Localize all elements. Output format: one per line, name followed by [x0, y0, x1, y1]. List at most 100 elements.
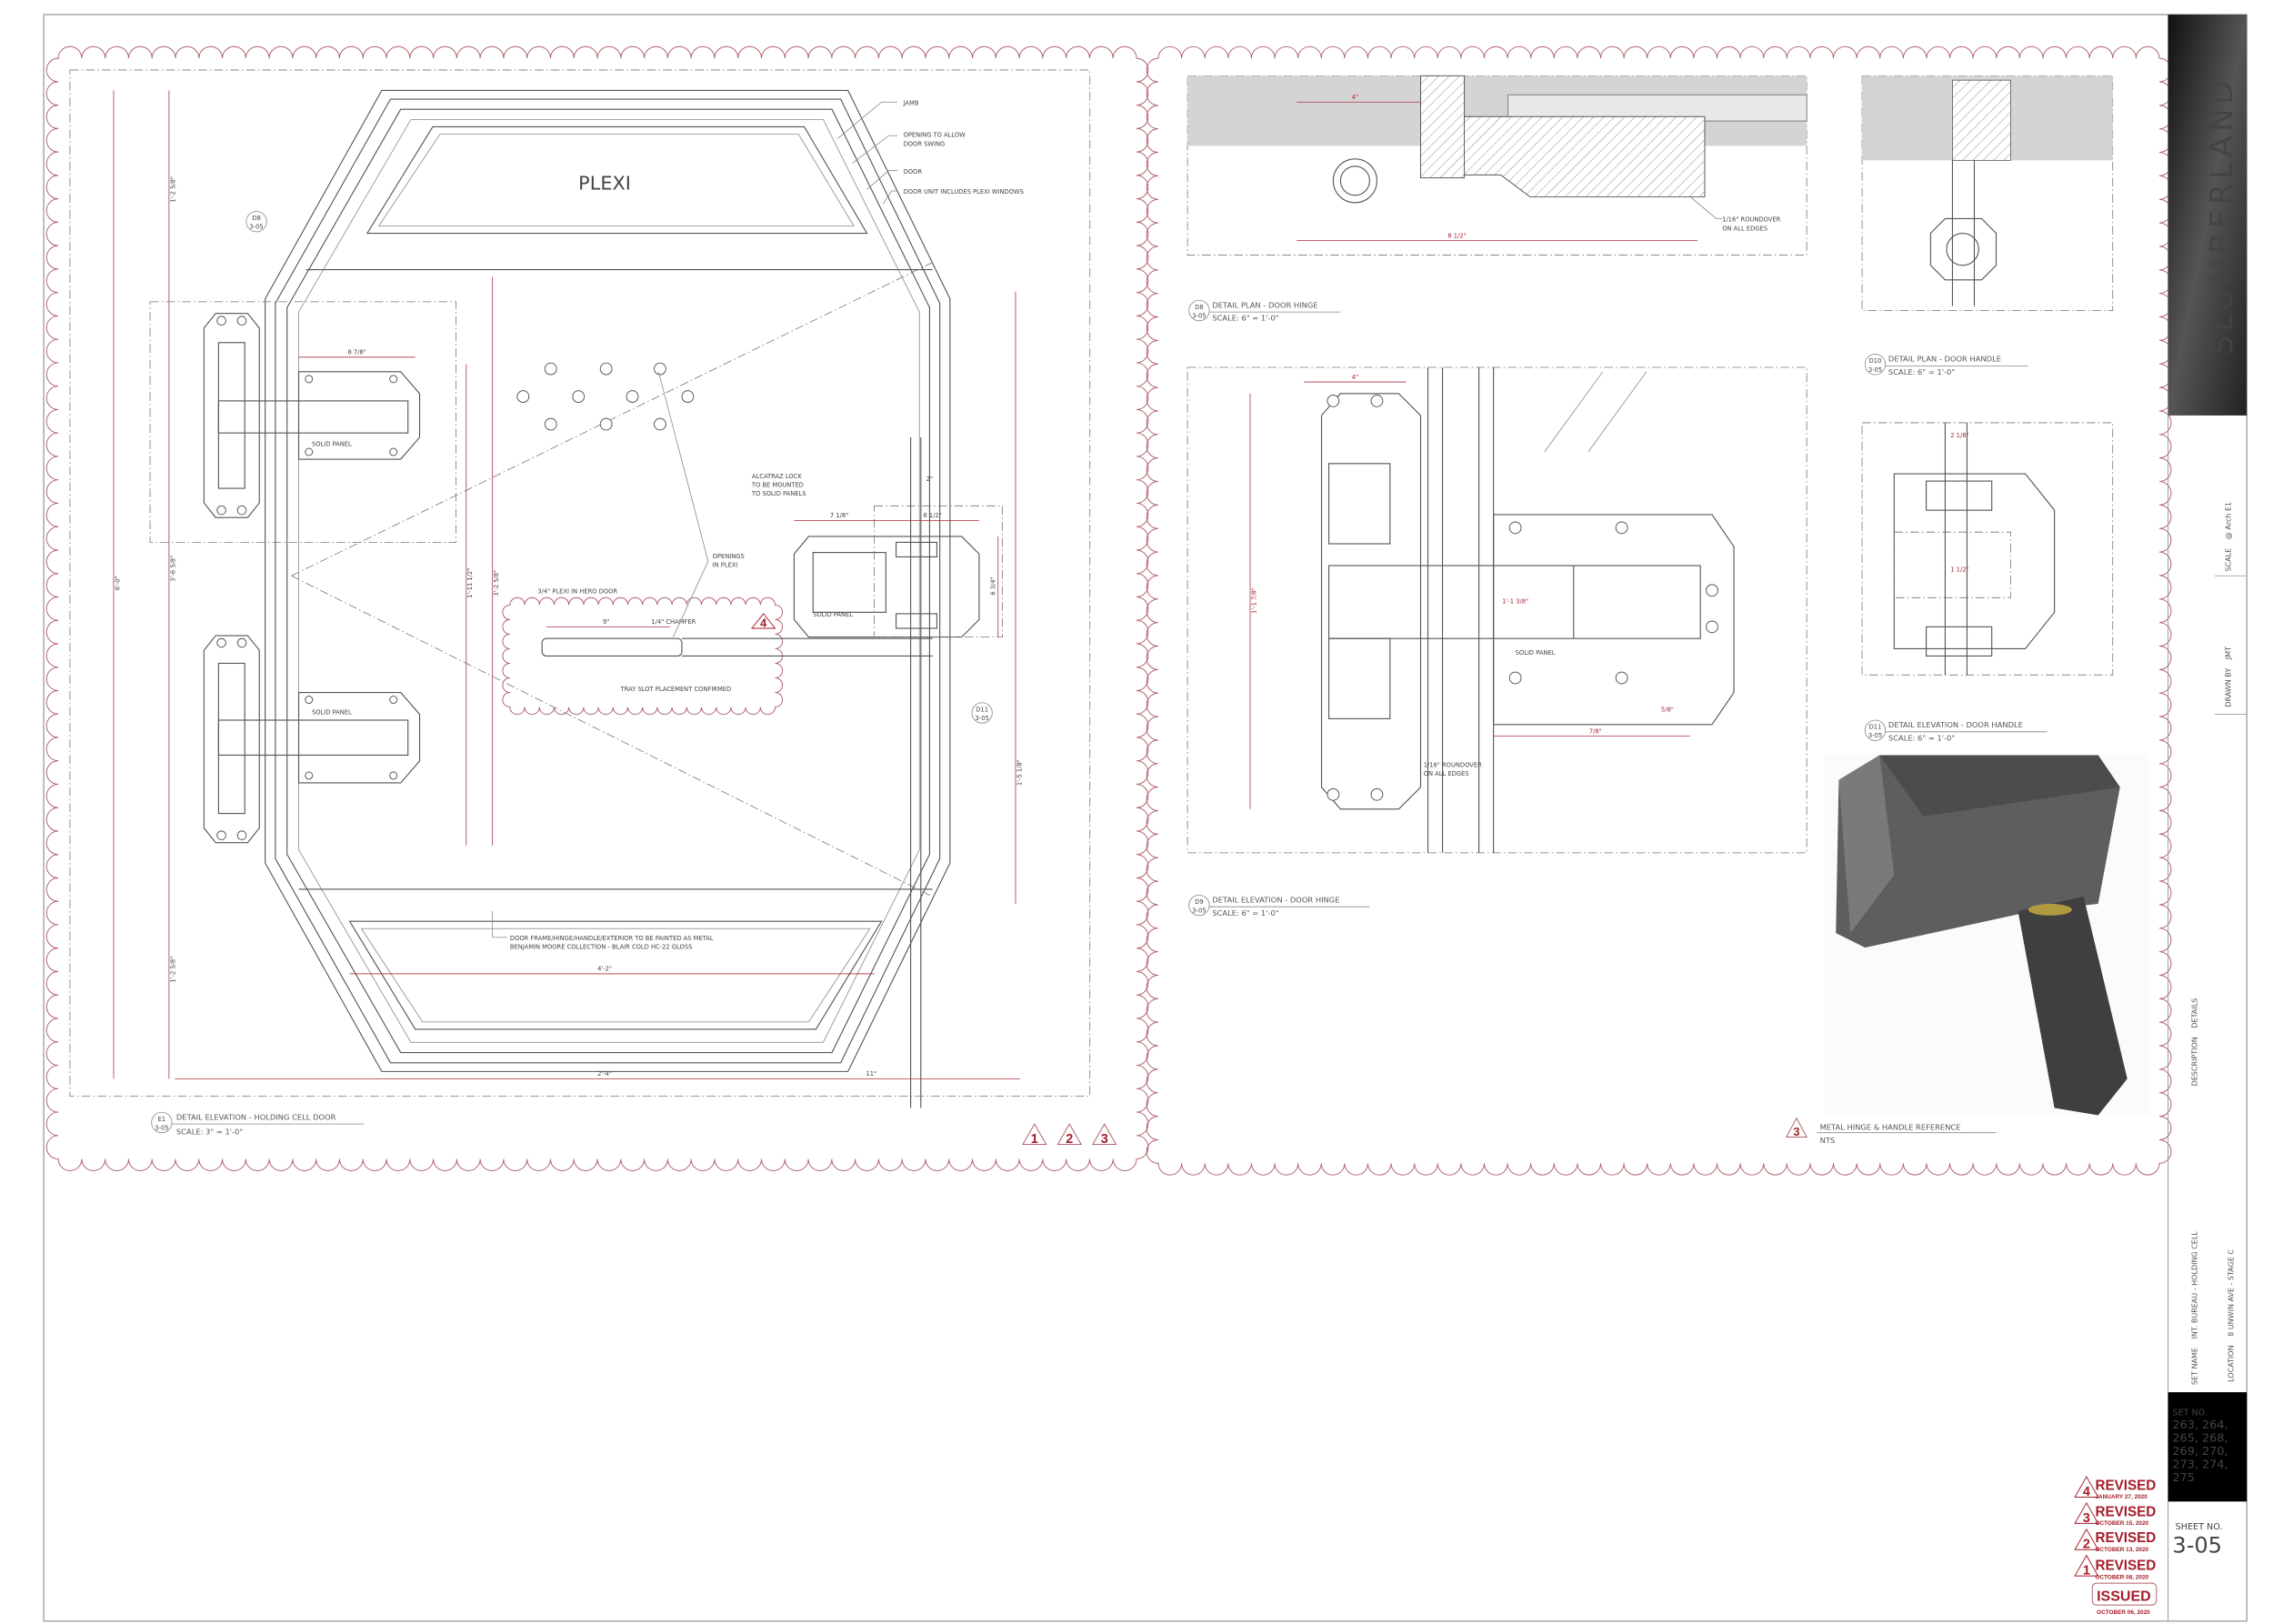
issued-stamp: ISSUED OCTOBER 06, 2020 — [2091, 1582, 2158, 1616]
caption-d11: D11 3-05 DETAIL ELEVATION - DOOR HANDLE … — [1864, 719, 2048, 742]
stamp-date: JANUARY 27, 2020 — [2095, 1494, 2148, 1500]
dim-panel-height: 3'-2 5/8" — [493, 570, 500, 596]
caption-ref: D9 — [1195, 898, 1203, 906]
revision-cloud-right — [1146, 45, 2172, 1176]
stamp-date: OCTOBER 15, 2020 — [2095, 1520, 2148, 1527]
opening-note-2: DOOR SWING — [904, 140, 946, 147]
scale-label: SCALE — [2225, 548, 2233, 572]
callout-ref: D11 — [976, 706, 988, 713]
plexi-openings — [516, 362, 695, 431]
svg-text:SCALE@ Arch E1: SCALE @ Arch E1 — [2225, 502, 2233, 572]
caption-title: DETAIL ELEVATION - DOOR HINGE — [1212, 895, 1339, 904]
dim-inner-height: 1'-11 1/2" — [466, 568, 474, 598]
caption-scale: SCALE: 6" = 1'-0" — [1888, 733, 1955, 742]
dim-right: 1'-5 1/8" — [1016, 759, 1023, 786]
logo-text: SLUMBERLAND — [2204, 76, 2239, 355]
caption-ref: D10 — [1869, 357, 1882, 365]
detail-e1-holding-cell-door: PLEXI SOLID PANEL — [69, 69, 1117, 1147]
dim-d9-length: 1'-1 3/8" — [1502, 598, 1528, 606]
svg-text:DRAWN BYJMT: DRAWN BY JMT — [2225, 647, 2233, 707]
dim-width-4-2: 4'-2" — [597, 966, 612, 973]
scale-value: @ Arch E1 — [2225, 502, 2233, 539]
dim-left-top: 1'-2 5/8" — [169, 176, 176, 203]
dim-overall-height: 6'-0" — [114, 576, 121, 590]
lock-note-1: ALCATRAZ LOCK — [752, 473, 802, 480]
dim-left-bot: 1'-2 5/8" — [169, 957, 176, 983]
cloud-revision-mark: 4 — [760, 616, 767, 629]
openings-note-1: OPENINGS — [713, 553, 745, 560]
paint-note-1: DOOR FRAME/HINGE/HANDLE/EXTERIOR TO BE P… — [510, 935, 714, 942]
alcatraz-lock: SOLID PANEL ALCATRAZ LOCK TO BE MOUNTED … — [751, 436, 1003, 1108]
jamb-note: JAMB — [903, 99, 919, 106]
revision-mark: 2 — [1066, 1132, 1073, 1147]
plexi-label: PLEXI — [578, 172, 631, 194]
dim-lock-2: 2" — [926, 476, 933, 483]
caption-title: METAL HINGE & HANDLE REFERENCE — [1820, 1123, 1961, 1132]
set-no-line: 263, 264, — [2172, 1418, 2228, 1432]
dim-d11-2: 2 1/8" — [1950, 432, 1968, 439]
caption-scale: SCALE: 6" = 1'-0" — [1212, 908, 1278, 917]
set-no-label: SET NO. — [2172, 1408, 2208, 1418]
svg-text:SET NAMEINT. BUREAU - HOLDING: SET NAMEINT. BUREAU - HOLDING CELL — [2191, 1231, 2199, 1385]
caption-scale: SCALE: 6" = 1'-0" — [1212, 314, 1278, 323]
caption-ref: D11 — [1869, 724, 1882, 731]
caption-d10: D10 3-05 DETAIL PLAN - DOOR HANDLE SCALE… — [1864, 354, 2028, 376]
caption-title: DETAIL PLAN - DOOR HINGE — [1212, 300, 1317, 309]
stamp-label: REVISED — [2095, 1479, 2156, 1494]
stamp-label: REVISED — [2095, 1559, 2156, 1574]
solid-panel-label: SOLID PANEL — [312, 709, 352, 717]
location-value: 8 UNWIN AVE - STAGE C — [2228, 1249, 2236, 1337]
caption-sheet: 3-05 — [1192, 313, 1206, 320]
hinge-bottom: SOLID PANEL — [203, 635, 421, 844]
caption-title: DETAIL ELEVATION - HOLDING CELL DOOR — [176, 1112, 336, 1121]
stamp-number: 4 — [2083, 1485, 2090, 1499]
revision-mark: 3 — [1101, 1132, 1108, 1147]
caption-title: DETAIL PLAN - DOOR HANDLE — [1888, 355, 2001, 364]
sheet-border — [43, 14, 2248, 1622]
revision-stamp-3: 3 REVISED OCTOBER 15, 2020 — [2074, 1501, 2156, 1527]
detail-d8-plan-door-hinge: 4" 8 1/2" 1/16" ROUNDOVER ON ALL EDGES D… — [1187, 75, 1807, 323]
caption-sheet: 3-05 — [1868, 366, 1882, 374]
description-value: DETAILS — [2191, 998, 2199, 1028]
issued-date: OCTOBER 06, 2020 — [2097, 1609, 2150, 1616]
revision-stamp-2: 2 REVISED OCTOBER 13, 2020 — [2074, 1528, 2156, 1553]
issued-label: ISSUED — [2097, 1588, 2151, 1604]
set-name-label: SET NAME — [2191, 1348, 2199, 1385]
dim-lock-6: 6 1/2" — [923, 512, 941, 519]
title-block: SLUMBERLAND SCALE @ Arch E1 DRAWN BY JMT D… — [2168, 15, 2248, 1621]
svg-text:DESCRIPTIONDETAILS: DESCRIPTION DETAILS — [2191, 998, 2199, 1087]
set-no-line: 275 — [2172, 1471, 2194, 1485]
stamp-label: REVISED — [2095, 1530, 2156, 1546]
caption-scale: SCALE: 6" = 1'-0" — [1888, 367, 1955, 376]
drawn-by-label: DRAWN BY — [2225, 668, 2233, 707]
description-label: DESCRIPTION — [2191, 1037, 2199, 1086]
callout-sheet: 3-05 — [976, 715, 989, 722]
set-no-line: 265, 268, — [2172, 1432, 2228, 1446]
revision-mark: 1 — [1031, 1132, 1038, 1147]
hinge-top: SOLID PANEL — [149, 301, 457, 543]
roundover-note-2: ON ALL EDGES — [1722, 225, 1767, 232]
caption-ref: E1 — [158, 1116, 166, 1123]
dim-d9-height: 1'-1 7/8" — [1250, 587, 1257, 614]
revision-cloud-tray-slot — [502, 596, 783, 716]
set-no-box — [2168, 1392, 2248, 1502]
chamfer-note: 1/4" CHAMFER — [651, 618, 696, 626]
caption-scale: NTS — [1820, 1136, 1836, 1145]
caption-title: DETAIL ELEVATION - DOOR HANDLE — [1888, 720, 2023, 729]
door-note: DOOR — [904, 168, 923, 175]
dim-width-11: 11" — [866, 1070, 877, 1078]
lock-note-3: TO SOLID PANELS — [751, 490, 806, 497]
caption-d9: D9 3-05 DETAIL ELEVATION - DOOR HINGE SC… — [1188, 894, 1370, 917]
opening-note-1: OPENING TO ALLOW — [904, 132, 966, 139]
revision-stamp-4: 4 REVISED JANUARY 27, 2020 — [2074, 1476, 2156, 1500]
dim-slot-9: 9" — [603, 618, 609, 626]
callout-sheet: 3-05 — [249, 224, 263, 231]
caption-photo: 3 METAL HINGE & HANDLE REFERENCE NTS — [1785, 1117, 1997, 1145]
caption-ref: D8 — [1195, 304, 1203, 311]
set-no-line: 269, 270, — [2172, 1445, 2228, 1459]
revision-stamps: 4 REVISED JANUARY 27, 2020 3 REVISED OCT… — [2074, 1476, 2158, 1616]
sheet-no-label: SHEET NO. — [2176, 1522, 2223, 1532]
drawn-by-value: JMT — [2225, 647, 2233, 660]
solid-panel-label: SOLID PANEL — [312, 441, 352, 448]
